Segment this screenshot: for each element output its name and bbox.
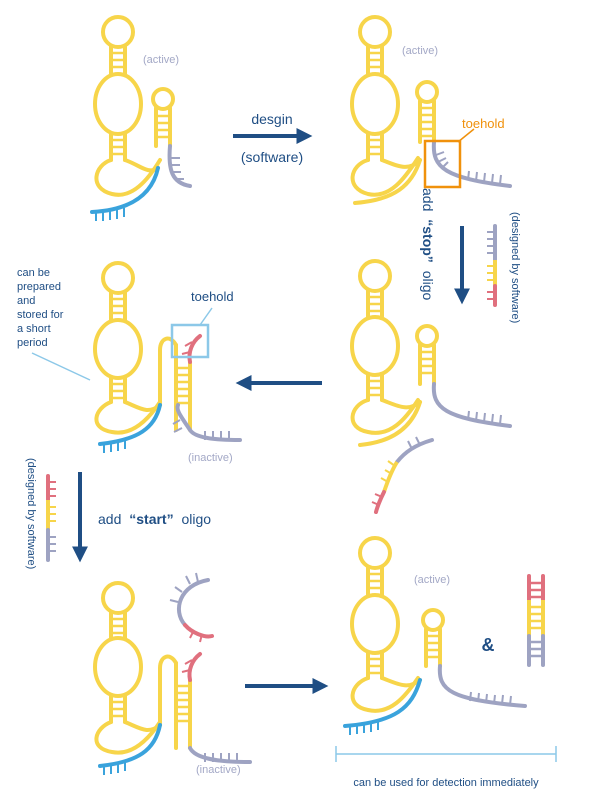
add-stop-post: oligo [420,271,436,301]
grey-strand-teeth [435,151,502,185]
state-label-inactive: (inactive) [196,764,241,776]
designed-by-software-label-left: (designed by software) [25,458,37,569]
panel-stop-bound [350,259,512,514]
note-pointer-line [31,352,91,381]
detection-bracket [335,746,557,762]
main-hairpin [93,581,192,755]
panel-active-final: (active) [343,536,527,735]
add-start-bold: “start” [129,511,173,527]
state-label-active: (active) [414,574,450,586]
can-be-prepared-note: can be prepared and stored for a short p… [17,267,91,381]
add-start-pre: add [98,511,121,527]
pink-toehold [187,334,202,364]
designed-by-software-label-right: (designed by software) [509,212,521,323]
duplex-oligos [527,574,545,667]
state-label-active: (active) [402,45,438,57]
detection-caption: can be used for detection immediately [353,777,539,789]
toehold-pointer-line [199,307,213,326]
state-label-inactive: (inactive) [188,452,233,464]
blue-strand [90,166,160,214]
main-hairpin [93,261,192,435]
grey-strand [431,140,512,188]
blue-strand [98,403,162,446]
design-arrow-group: desgin (software) [233,111,313,165]
toehold-label-blue: toehold [191,289,234,304]
main-hairpin [350,15,439,197]
panel-active-designed: toehold (active) [350,15,512,205]
main-hairpin [350,259,439,435]
add-stop-oligo-label: add “stop” oligo [420,188,436,300]
svg-text:can be prepared an: can be prepared and stored for a short p… [17,267,67,349]
start-oligo [46,474,56,562]
stop-oligo-bound [395,438,434,464]
main-hairpin [93,15,175,197]
ampersand: & [482,635,495,655]
panel-active-initial: (active) [90,15,192,221]
blue-strand-teeth [95,208,125,221]
stop-oligo [487,224,497,307]
toehold-highlight-box [423,139,462,189]
grey-strand [175,403,242,442]
svg-text:(designed by software): (designed by software) [509,212,521,323]
add-start-post: oligo [182,511,212,527]
state-label-active: (active) [143,54,179,66]
blue-strand [353,158,422,205]
svg-text:add “stop” oligo: add “stop” oligo [420,188,436,300]
grey-strand-teeth [171,157,184,180]
software-label: (software) [241,149,303,165]
panel-inactive-stored: toehold (inactive) [93,261,242,464]
svg-text:(designed by software): (designed by software) [25,458,37,569]
add-stop-bold: “stop” [420,219,436,263]
toehold-highlight-box [170,323,210,359]
panel-start-added: (inactive) [93,572,252,776]
add-start-oligo-label: add “start” oligo [98,511,211,527]
design-label: desgin [251,111,292,127]
grey-strand [167,144,192,188]
add-stop-pre: add [420,188,436,211]
toehold-label-orange: toehold [462,116,505,131]
start-oligo-curved [176,578,210,627]
main-hairpin [350,536,445,713]
toehold-pointer-line [457,128,475,143]
